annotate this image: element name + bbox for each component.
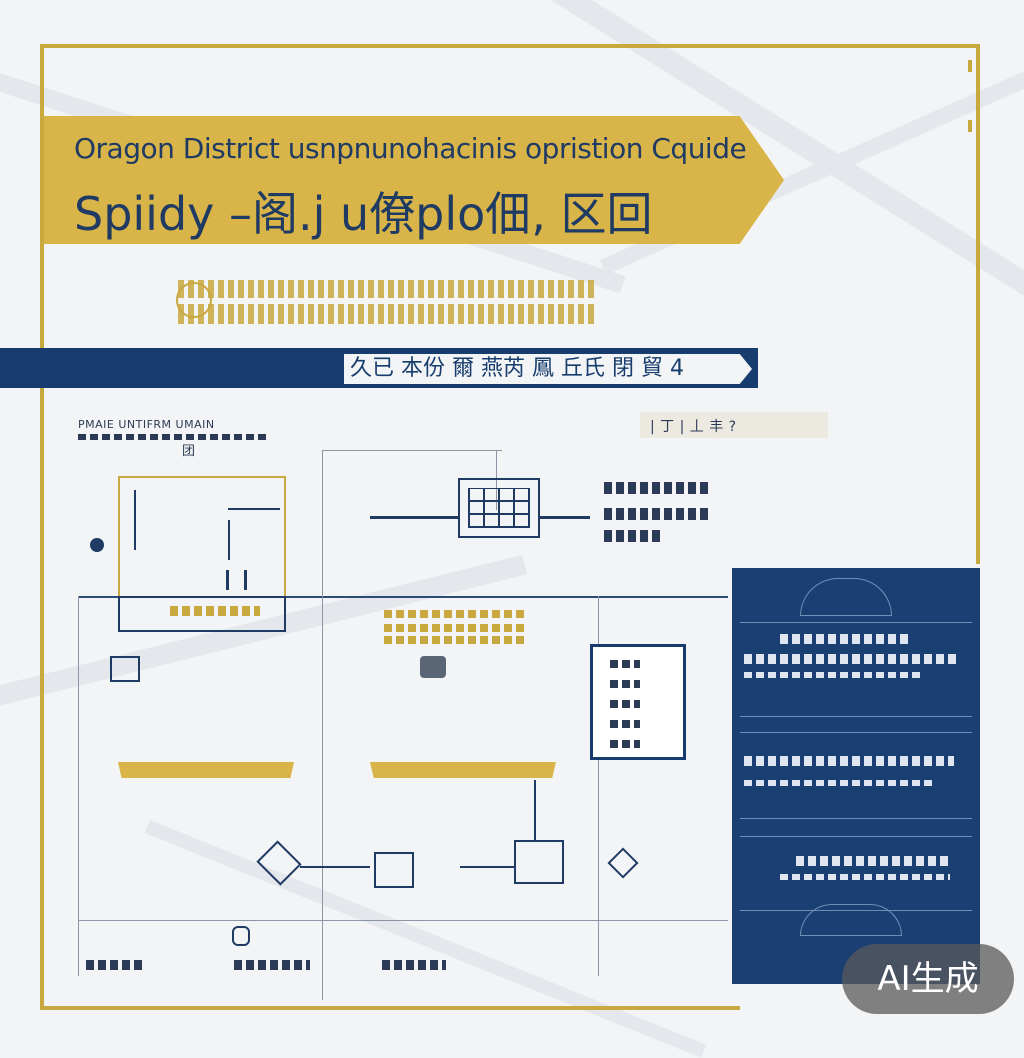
diagram-label-right: | 丁 | 丄 丰 ? [650, 419, 737, 435]
panel-glyphs [780, 874, 950, 880]
component-caption-box [118, 596, 286, 632]
component-stem [228, 520, 230, 560]
title-line-1: Oragon District usnpnunohacinis opristio… [74, 132, 747, 165]
frame-right [976, 44, 980, 564]
section-bar [118, 762, 294, 778]
pipe-line [540, 516, 590, 519]
node-icon [90, 538, 104, 552]
caption-glyphs [384, 624, 524, 632]
component-stem [134, 490, 136, 550]
connector-line [322, 450, 502, 451]
card-glyphs [610, 740, 640, 748]
panel-divider [740, 910, 972, 911]
bottom-glyphs [382, 960, 446, 970]
card-glyphs [610, 660, 640, 668]
caption-glyphs [170, 606, 260, 616]
panel-divider [740, 818, 972, 819]
connector-line [496, 450, 497, 510]
bottom-glyphs [234, 960, 310, 970]
panel-divider [740, 716, 972, 717]
panel-divider [740, 622, 972, 623]
unit-grid [468, 488, 530, 528]
title-line-2: Spiidy –阁.j u僚plo佃, 区回 [74, 187, 653, 241]
panel-illustration [800, 904, 902, 936]
flow-arrow [300, 866, 370, 868]
control-unit [458, 478, 540, 538]
ai-generated-watermark: AI生成 [842, 944, 1014, 1014]
caption-glyphs [384, 636, 524, 644]
junction-icon [374, 852, 414, 888]
frame-bottom [40, 1006, 740, 1010]
annotation-glyphs [604, 530, 664, 542]
panel-glyphs [744, 672, 924, 678]
card-glyphs [610, 700, 640, 708]
component-post [226, 570, 229, 590]
diagram-label-left-sub: 团 [182, 444, 196, 459]
pipe-line [370, 516, 460, 519]
divider-line [78, 596, 79, 976]
seal-icon [176, 282, 212, 318]
panel-glyphs [744, 654, 960, 664]
panel-glyphs [744, 756, 954, 766]
panel-divider [740, 836, 972, 837]
section-bar [370, 762, 556, 778]
device-icon [420, 656, 446, 678]
pump-icon [514, 840, 564, 884]
annotation-glyphs [604, 482, 712, 494]
frame-left [40, 44, 44, 1010]
component-bar [228, 508, 280, 510]
divider-line [598, 596, 599, 976]
caption-glyphs [384, 610, 524, 618]
subtitle-glyphs [178, 280, 598, 324]
device-icon [110, 656, 140, 682]
card-glyphs [610, 720, 640, 728]
panel-divider [740, 732, 972, 733]
section-band-label: 久已 本份 爾 燕芮 鳳 丘氏 閉 貿 4 [344, 354, 752, 384]
diagram-label-left: PMAIE UNTIFRM UMAIN [78, 418, 215, 431]
baseline [78, 920, 728, 921]
annotation-glyphs [604, 508, 712, 520]
panel-glyphs [780, 634, 910, 644]
bottom-glyphs [86, 960, 142, 970]
frame-tick [968, 120, 972, 132]
panel-glyphs [744, 780, 934, 786]
title-banner [44, 116, 784, 244]
panel-glyphs [796, 856, 950, 866]
frame-top [40, 44, 980, 48]
fitting-icon [232, 926, 250, 946]
flow-arrow [460, 866, 516, 868]
card-glyphs [610, 680, 640, 688]
label-box [640, 412, 828, 438]
label-glyphs [78, 434, 268, 440]
frame-tick [968, 60, 972, 72]
component-post [244, 570, 247, 590]
divider-line [322, 450, 323, 1000]
diamond-icon [607, 847, 639, 879]
main-axis [78, 596, 728, 598]
pump-feed [534, 780, 536, 840]
